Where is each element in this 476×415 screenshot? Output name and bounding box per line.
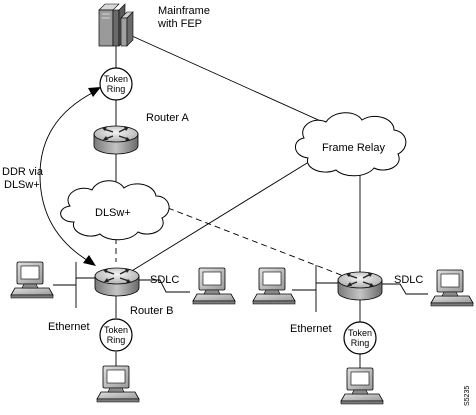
router-a bbox=[93, 125, 139, 155]
router-c bbox=[337, 271, 383, 301]
dlsw-cloud: DLSw+ bbox=[60, 180, 170, 241]
cloud-icon bbox=[295, 112, 407, 177]
ddr-label-line1: DDR via bbox=[2, 166, 44, 178]
mainframe-label: Mainframe bbox=[158, 5, 210, 17]
token-ring-icon bbox=[99, 318, 133, 352]
token-ring-c: Token Ring bbox=[343, 321, 377, 355]
token-ring-b: Token Ring bbox=[99, 318, 133, 352]
mainframe bbox=[98, 3, 134, 47]
router-icon bbox=[337, 271, 383, 301]
token-ring-icon bbox=[99, 67, 133, 101]
router-b-label: Router B bbox=[130, 305, 173, 317]
workstation-ring-c bbox=[340, 367, 384, 405]
workstation-icon bbox=[96, 365, 140, 403]
workstation-icon bbox=[10, 261, 54, 299]
ddr-label-line2: DLSw+ bbox=[4, 179, 40, 191]
link-mainframe-frame-relay bbox=[131, 35, 346, 133]
ethernet-left-label: Ethernet bbox=[48, 321, 90, 333]
token-ring-b-line1: Token bbox=[104, 325, 128, 335]
mainframe-icon bbox=[98, 3, 134, 47]
router-icon bbox=[94, 267, 140, 297]
frame-relay-label: Frame Relay bbox=[322, 142, 385, 154]
sdlc-right-link bbox=[382, 283, 428, 295]
router-a-label: Router A bbox=[146, 112, 189, 124]
token-ring-a-line2: Ring bbox=[107, 84, 126, 94]
router-b bbox=[94, 267, 140, 297]
sdlc-right-label: SDLC bbox=[394, 274, 423, 286]
frame-relay-cloud: Frame Relay bbox=[295, 112, 407, 177]
mainframe-sublabel: with FEP bbox=[157, 18, 202, 30]
token-ring-c-line2: Ring bbox=[351, 338, 370, 348]
sdlc-left-label: SDLC bbox=[150, 274, 179, 286]
dlsw-dashed-to-right-router bbox=[167, 207, 355, 281]
token-ring-icon bbox=[343, 321, 377, 355]
ethernet-right-label: Ethernet bbox=[290, 323, 332, 335]
token-ring-a: Token Ring bbox=[99, 67, 133, 101]
figure-id: S5235 bbox=[464, 386, 471, 406]
workstation-left bbox=[10, 261, 54, 299]
workstation-icon bbox=[252, 267, 296, 305]
router-icon bbox=[93, 125, 139, 155]
ddr-arrow bbox=[39, 87, 101, 266]
workstation-sdlc-left bbox=[192, 267, 236, 305]
link-frame-relay-router-b bbox=[129, 159, 313, 273]
workstation-icon bbox=[340, 367, 384, 405]
token-ring-b-line2: Ring bbox=[107, 335, 126, 345]
workstation-icon bbox=[192, 267, 236, 305]
workstation-ring-b bbox=[96, 365, 140, 403]
dlsw-label: DLSw+ bbox=[95, 207, 131, 219]
token-ring-a-line1: Token bbox=[104, 74, 128, 84]
workstation-sdlc-right bbox=[430, 269, 474, 307]
workstation-right bbox=[252, 267, 296, 305]
cloud-icon bbox=[60, 180, 170, 241]
sdlc-left-link bbox=[139, 279, 190, 293]
workstation-icon bbox=[430, 269, 474, 307]
token-ring-c-line1: Token bbox=[348, 328, 372, 338]
